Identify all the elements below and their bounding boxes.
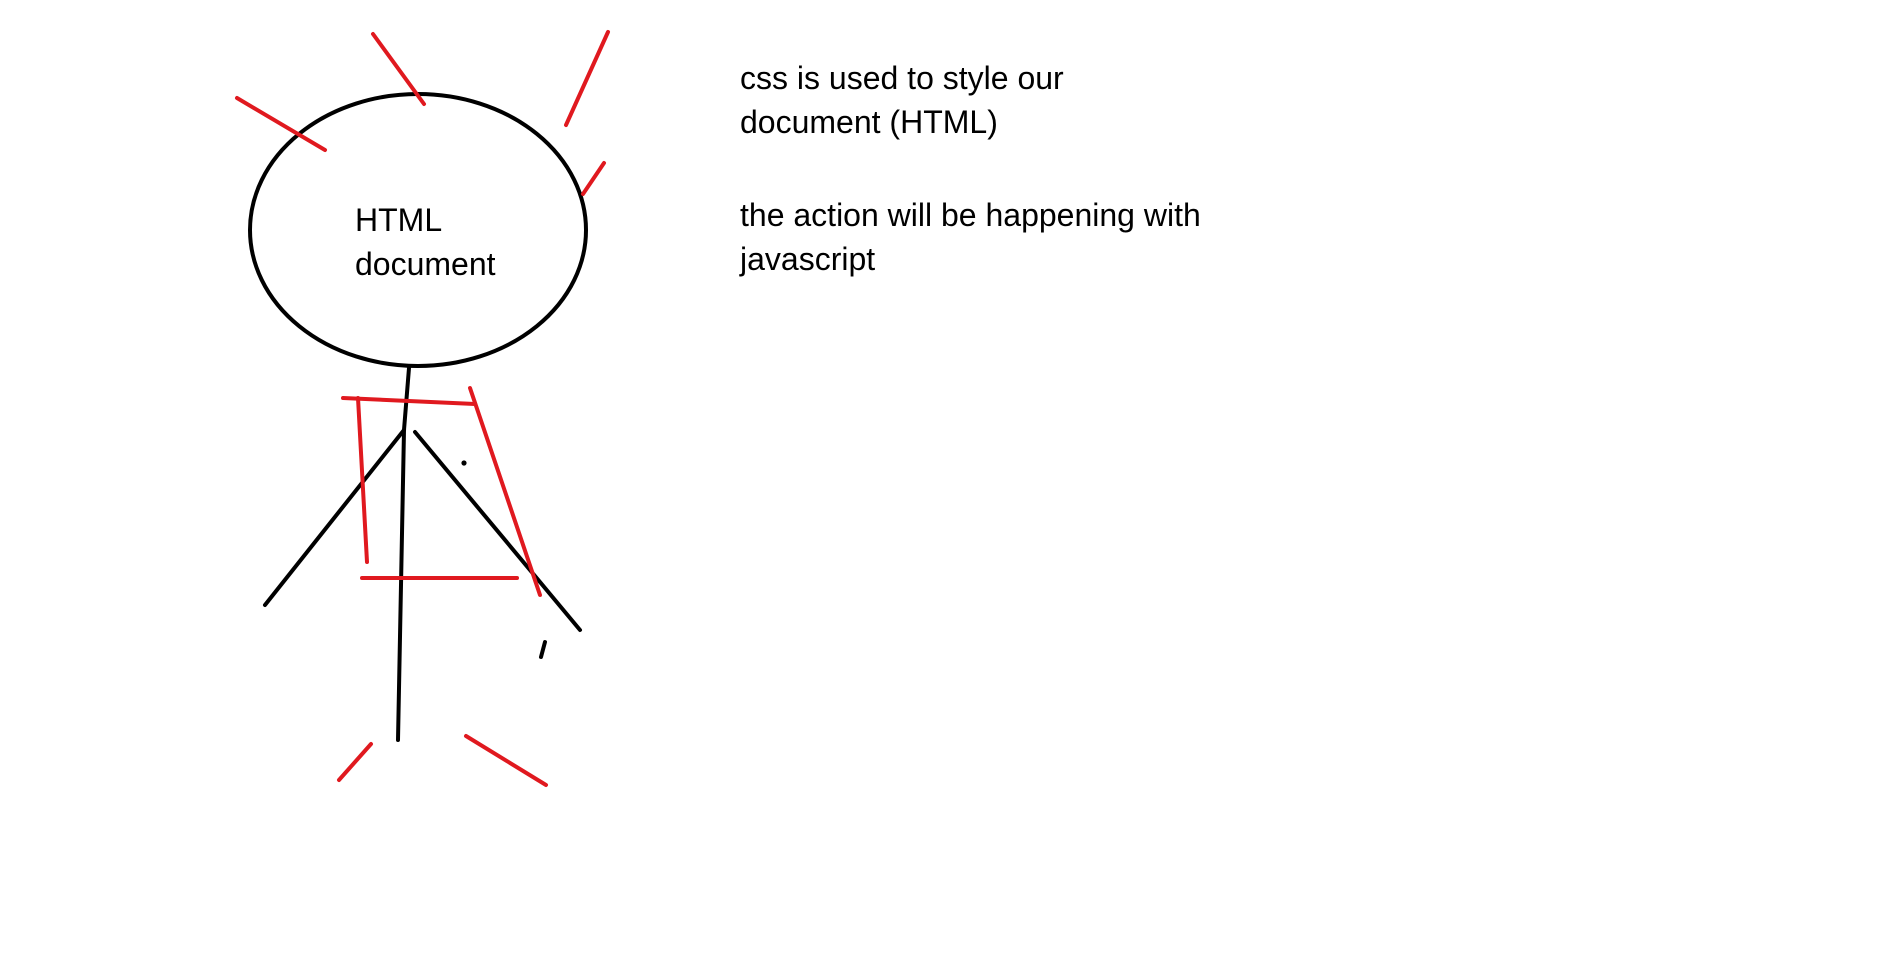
- figure-right-arm: [413, 430, 582, 632]
- hair-stroke-side: [581, 161, 606, 196]
- hair-stroke-right: [564, 30, 610, 127]
- head-label: HTML document: [355, 202, 496, 282]
- shoe-right: [464, 734, 548, 787]
- stick-figure: [248, 92, 588, 742]
- note-javascript: the action will be happening with javasc…: [740, 197, 1201, 277]
- shirt-collar: [341, 396, 477, 406]
- figure-left-arm: [263, 428, 406, 607]
- shoe-left: [337, 742, 373, 782]
- figure-right-hand-stroke: [539, 640, 547, 659]
- hair-stroke-top: [371, 32, 426, 106]
- shirt-left-side: [356, 396, 369, 564]
- notes-block: css is used to style our document (HTML)…: [740, 56, 1300, 330]
- note-css: css is used to style our document (HTML): [740, 60, 1064, 140]
- hair-stroke-left: [235, 96, 327, 152]
- figure-body: [396, 366, 411, 742]
- shirt-right-side: [468, 386, 542, 597]
- css-style-marks: [235, 30, 610, 787]
- stray-ink-dot: [461, 460, 467, 466]
